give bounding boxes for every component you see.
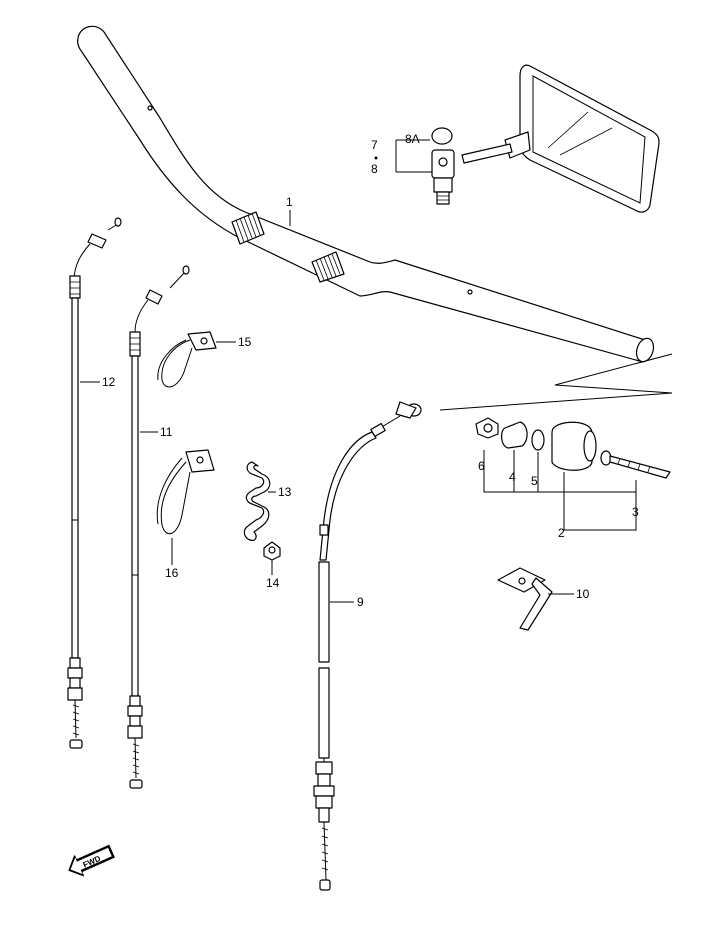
knurl-left bbox=[231, 211, 265, 245]
mirror-callouts: 7 8 8A bbox=[371, 132, 432, 176]
clip-13: 13 bbox=[243, 461, 292, 541]
mirror bbox=[431, 64, 660, 213]
cable-11: 11 bbox=[127, 265, 190, 789]
label-1: 1 bbox=[286, 195, 293, 209]
label-12: 12 bbox=[102, 375, 116, 389]
label-4: 4 bbox=[509, 470, 516, 484]
label-11: 11 bbox=[160, 425, 173, 439]
bar-end-detail: 6 4 5 2 3 bbox=[439, 353, 673, 540]
label-14: 14 bbox=[266, 576, 280, 590]
label-6: 6 bbox=[478, 459, 485, 473]
label-9: 9 bbox=[357, 595, 364, 609]
bracket-10: 10 bbox=[497, 567, 590, 631]
label-8a: 8A bbox=[405, 132, 420, 146]
label-8: 8 bbox=[371, 162, 378, 176]
label-10: 10 bbox=[576, 587, 590, 601]
clamp-15: 15 bbox=[157, 331, 252, 388]
cable-9: 9 bbox=[313, 401, 422, 891]
label-13: 13 bbox=[278, 485, 292, 499]
label-5: 5 bbox=[531, 474, 538, 488]
label-2: 2 bbox=[558, 526, 565, 540]
label-3: 3 bbox=[632, 505, 639, 519]
label-16: 16 bbox=[165, 566, 179, 580]
knurl-right bbox=[311, 251, 345, 283]
cable-12: 12 bbox=[67, 217, 122, 749]
label-7: 7 bbox=[371, 138, 378, 152]
handlebar bbox=[77, 25, 655, 363]
label-1-callout: 1 bbox=[286, 195, 293, 226]
fwd-arrow-icon: FWD bbox=[68, 844, 115, 877]
bolt-14: 14 bbox=[263, 541, 281, 590]
clamp-16: 16 bbox=[156, 449, 215, 580]
label-15: 15 bbox=[238, 335, 252, 349]
